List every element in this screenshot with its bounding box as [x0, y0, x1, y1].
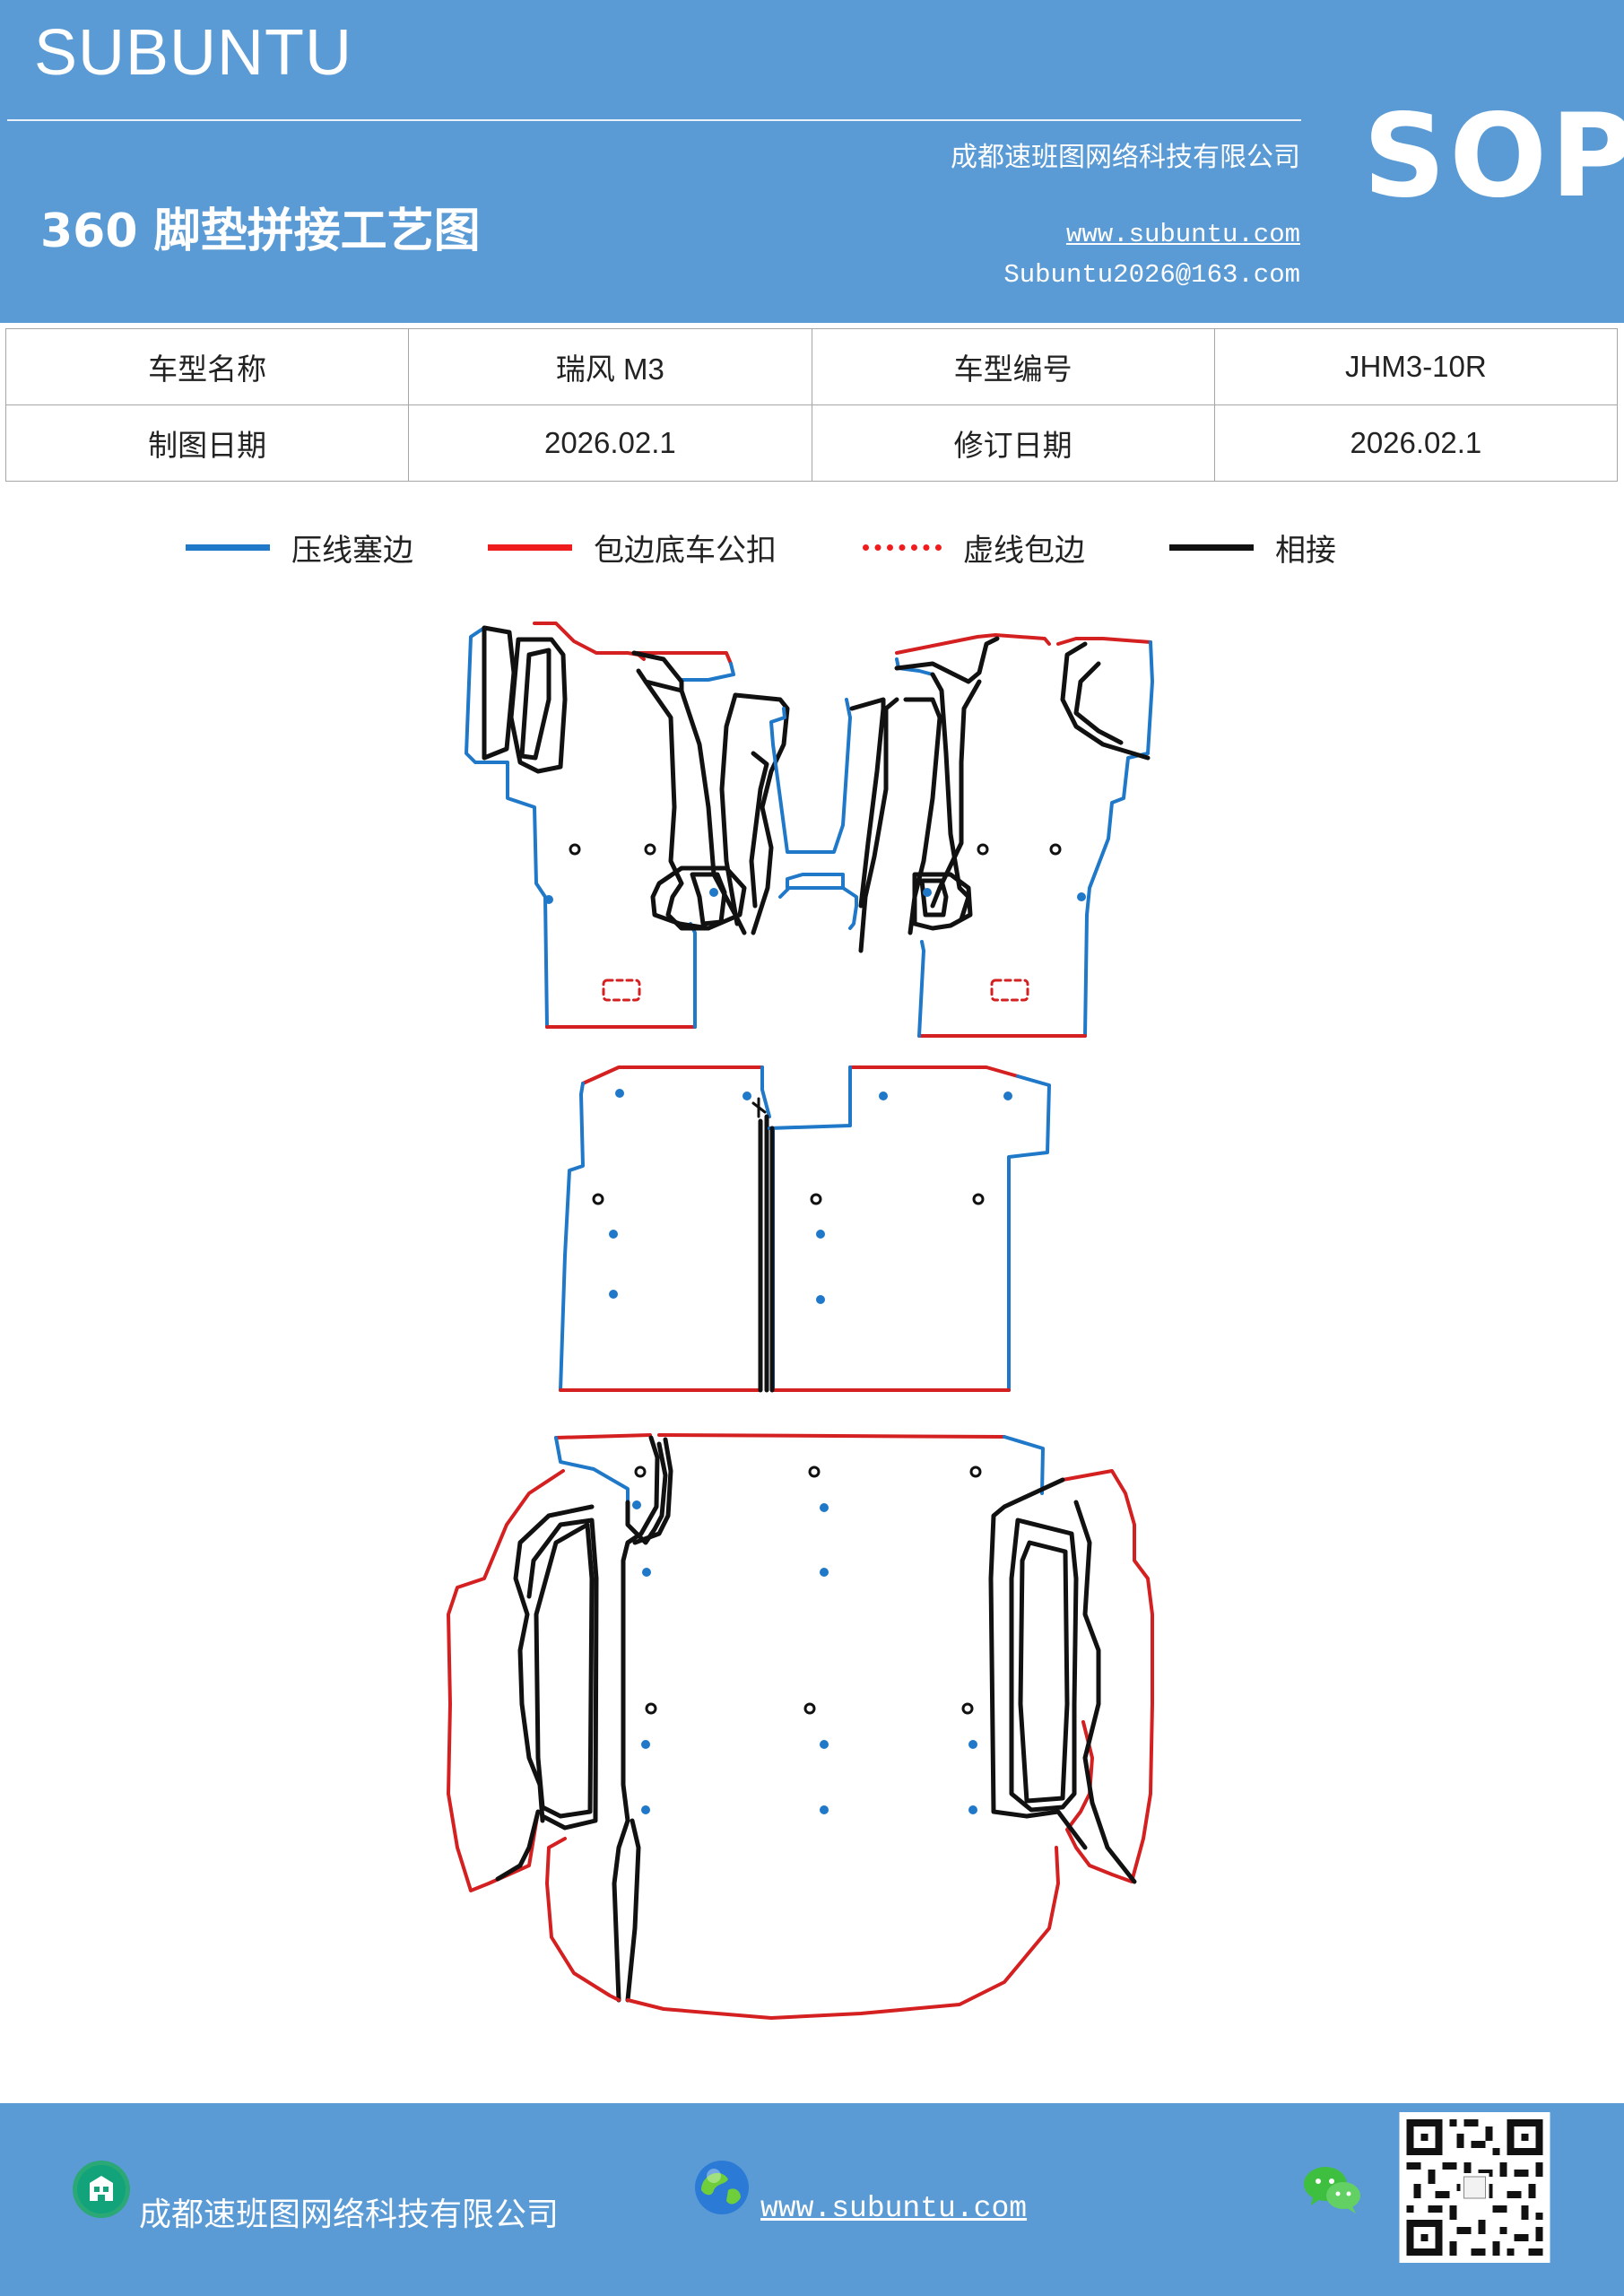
- legend-swatch-red: [488, 544, 572, 551]
- legend-label: 虚线包边: [963, 532, 1085, 569]
- legend-item-edge-buckle: 包边底车公扣: [488, 525, 777, 570]
- model-name-label: 车型名称: [4, 328, 410, 405]
- model-code-value: JHM3-10R: [1213, 328, 1619, 405]
- sop-label: SOP: [1363, 90, 1624, 223]
- second-row-right-mat: [768, 1065, 1051, 1393]
- legend-label: 压线塞边: [291, 532, 413, 569]
- front-left-mat: [465, 622, 790, 1029]
- front-right-mat: [849, 633, 1154, 1038]
- header-banner: [0, 0, 1624, 323]
- qr-code: [1399, 2112, 1550, 2263]
- footer-company-name: 成都速班图网络科技有限公司: [139, 2196, 560, 2232]
- legend-swatch-red-dotted: [863, 544, 942, 551]
- legend-item-joint: 相接: [1169, 525, 1336, 570]
- second-row-left-mat: [559, 1065, 771, 1393]
- email-address: Subuntu2026@163.com: [1003, 260, 1300, 290]
- brand-logo-text: SUBUNTU: [34, 17, 353, 89]
- page-title: 360 脚垫拼接工艺图: [40, 204, 481, 258]
- draw-date-value: 2026.02.1: [408, 404, 812, 482]
- legend-item-dashed-edge: 虚线包边: [863, 525, 1085, 570]
- front-mat-holes: [544, 843, 1086, 1002]
- header-divider: [7, 119, 1301, 121]
- model-code-label: 车型编号: [811, 328, 1215, 405]
- rear-mat: [447, 1433, 1154, 2020]
- legend-swatch-black: [1169, 544, 1254, 551]
- vehicle-info-table: 车型名称 瑞风 M3 车型编号 JHM3-10R 制图日期 2026.02.1 …: [4, 328, 1619, 482]
- legend-label: 相接: [1275, 532, 1336, 569]
- building-icon: [73, 2161, 130, 2218]
- wechat-icon[interactable]: [1302, 2164, 1363, 2216]
- rear-mat-holes: [632, 1465, 982, 1814]
- company-name: 成都速班图网络科技有限公司: [951, 143, 1300, 172]
- model-name-value: 瑞风 M3: [408, 328, 812, 405]
- revise-date-value: 2026.02.1: [1213, 404, 1619, 482]
- legend-label: 包边底车公扣: [594, 532, 777, 569]
- revise-date-label: 修订日期: [811, 404, 1215, 482]
- legend-item-press-line: 压线塞边: [186, 525, 413, 570]
- website-link[interactable]: www.subuntu.com: [1065, 220, 1300, 249]
- table-row: 制图日期 2026.02.1 修订日期 2026.02.1: [4, 404, 1619, 482]
- globe-icon: [695, 2161, 749, 2214]
- legend-swatch-blue: [186, 544, 270, 551]
- second-row-holes: [592, 1089, 1012, 1304]
- footer-website-link[interactable]: www.subuntu.com: [760, 2192, 1028, 2225]
- center-tunnel: [769, 698, 858, 930]
- draw-date-label: 制图日期: [4, 404, 410, 482]
- table-row: 车型名称 瑞风 M3 车型编号 JHM3-10R: [4, 328, 1619, 405]
- legend: 压线塞边 包边底车公扣 虚线包边 相接: [0, 525, 1624, 570]
